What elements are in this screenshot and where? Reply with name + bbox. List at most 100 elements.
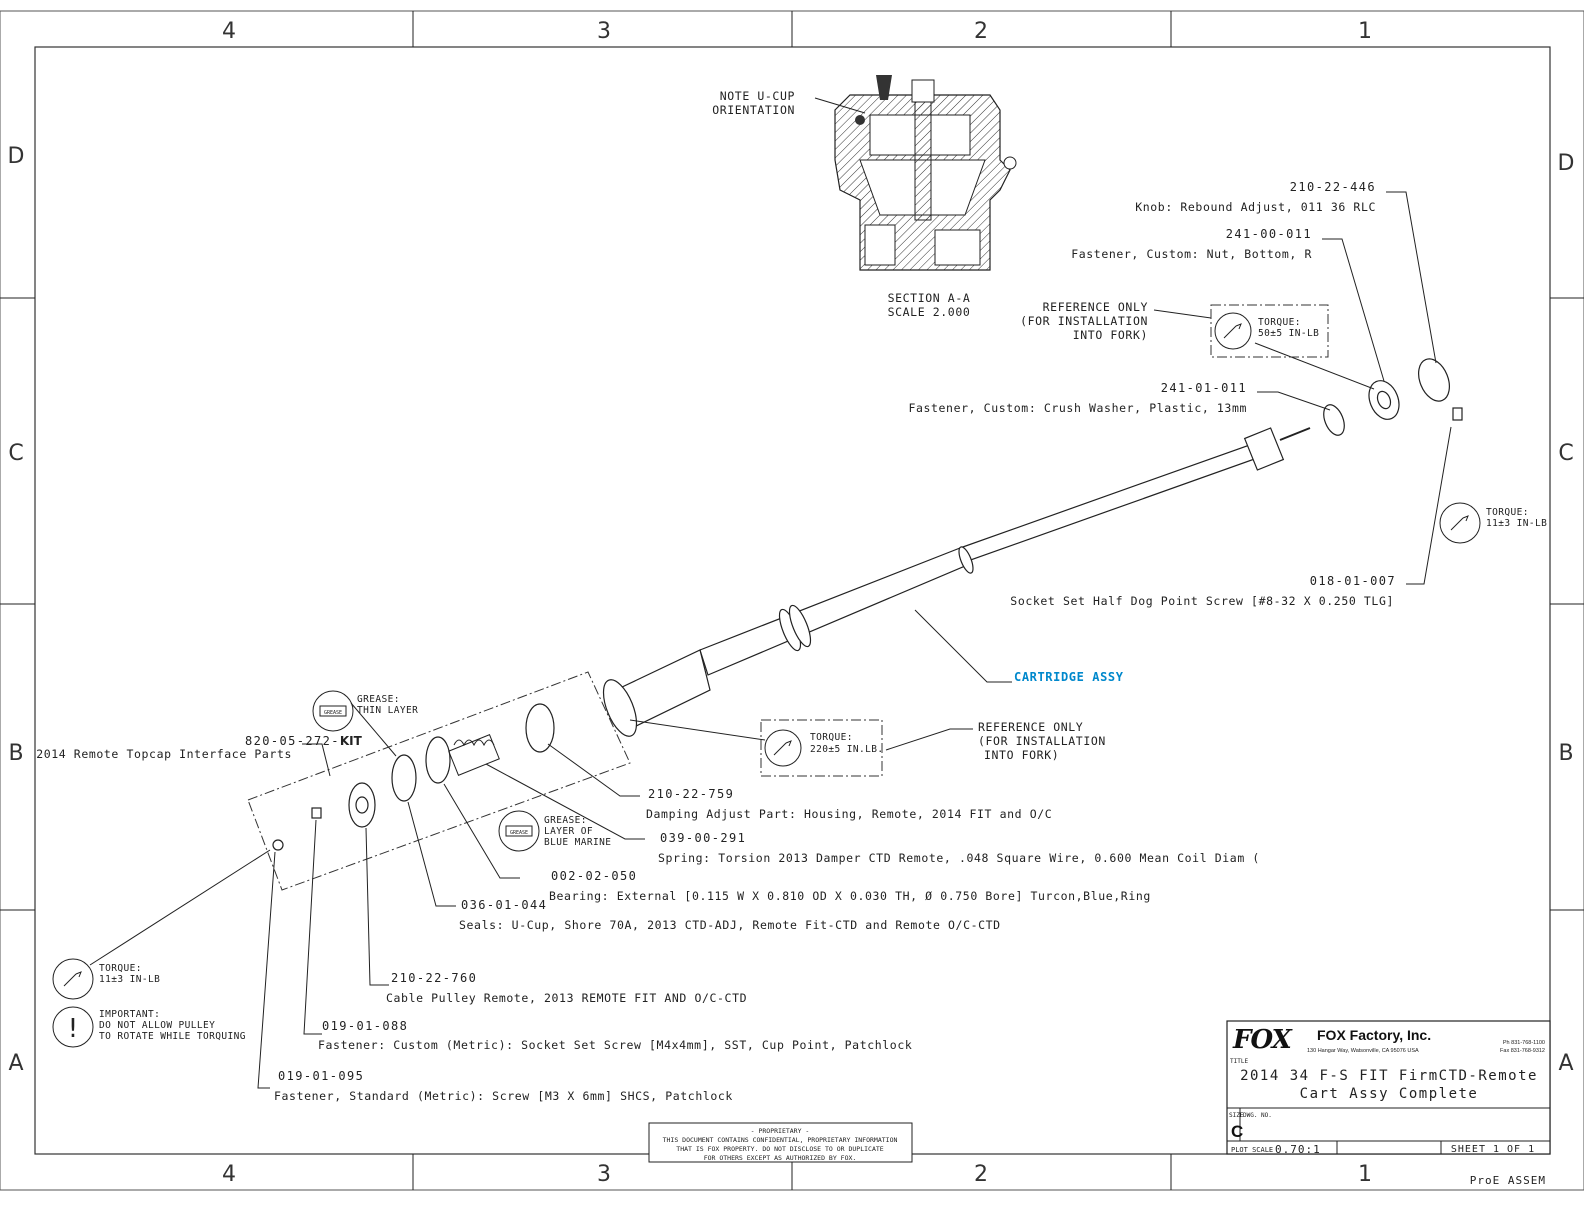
- zone-col-2-top: 2: [974, 19, 988, 44]
- washer-description: Fastener, Custom: Crush Washer, Plastic,…: [908, 401, 1247, 415]
- crush-washer: [1323, 404, 1345, 436]
- section-title: SECTION A-A: [888, 291, 971, 305]
- title-line2: Cart Assy Complete: [1300, 1086, 1479, 1102]
- svg-text:THAT IS FOX PROPERTY. DO NOT: THAT IS FOX PROPERTY. DO NOT DISCLOSE TO…: [676, 1145, 883, 1153]
- zone-row-a-right: A: [1558, 1051, 1573, 1076]
- cartridge-end-fitting: [1243, 427, 1285, 471]
- spring-description: Spring: Torsion 2013 Damper CTD Remote, …: [658, 851, 1260, 865]
- m4screw-description: Fastener: Custom (Metric): Socket Set Sc…: [318, 1038, 912, 1052]
- proprietary-notice: - PROPRIETARY - THIS DOCUMENT CONTAINS C…: [648, 1122, 913, 1163]
- svg-text:FOR OTHERS EXCEPT AS AUTHORIZE: FOR OTHERS EXCEPT AS AUTHORIZED BY FOX.: [704, 1154, 857, 1162]
- grease-marine: GREASE GREASE: LAYER OF BLUE MARINE: [498, 810, 611, 852]
- torque-cart-line1: TORQUE:: [810, 732, 853, 743]
- kit-description: 2014 Remote Topcap Interface Parts: [36, 747, 292, 761]
- company-phone: Ph 831-768-1100: [1503, 1040, 1545, 1046]
- spring-part-number: 039-00-291: [660, 831, 746, 845]
- fox-logo: FOX: [1232, 1025, 1294, 1055]
- zone-col-1-top: 1: [1358, 19, 1372, 44]
- grease-icon: [319, 705, 347, 717]
- title-block: FOX FOX Factory, Inc. 130 Hangar Way, Wa…: [1226, 1020, 1551, 1187]
- title-line1: 2014 34 F-S FIT FirmCTD-Remote: [1240, 1068, 1538, 1084]
- important-line3: TO ROTATE WHILE TORQUING: [99, 1031, 246, 1042]
- setscrew-part-number: 018-01-007: [1310, 574, 1396, 588]
- right-parts: [1323, 358, 1463, 436]
- knob-part-number: 210-22-446: [1290, 180, 1376, 194]
- torque-nut-line1: TORQUE:: [1258, 317, 1301, 328]
- bearing-ring: [425, 736, 451, 784]
- leader-lines: [89, 191, 1452, 1089]
- section-note-line2: ORIENTATION: [712, 103, 795, 117]
- housing-description: Damping Adjust Part: Housing, Remote, 20…: [646, 807, 1052, 821]
- torque-m3: TORQUE: 11±3 IN-LB: [52, 958, 160, 1000]
- m3-screw: [272, 839, 284, 851]
- zone-row-c-left: C: [8, 441, 23, 466]
- company-fax: Fax 831-768-9312: [1500, 1048, 1545, 1054]
- cartridge-assembly: [602, 427, 1311, 737]
- zone-col-1-bottom: 1: [1358, 1162, 1372, 1187]
- seal-description: Seals: U-Cup, Shore 70A, 2013 CTD-ADJ, R…: [459, 918, 1001, 932]
- setscrew-description: Socket Set Half Dog Point Screw [#8-32 X…: [1010, 594, 1394, 608]
- m4screw-part-number: 019-01-088: [322, 1019, 408, 1033]
- washer-part-number: 241-01-011: [1161, 381, 1247, 395]
- kit-boundary: [247, 671, 631, 891]
- proe-footer: ProE ASSEM: [1470, 1174, 1546, 1187]
- section-note-line1: NOTE U-CUP: [720, 89, 795, 103]
- callouts: 210-22-446 Knob: Rebound Adjust, 011 36 …: [36, 180, 1396, 1103]
- torque-nut-line2: 50±5 IN-LB: [1258, 328, 1319, 339]
- torque-m3-line2: 11±3 IN-LB: [99, 974, 160, 985]
- ref-cart-line3: INTO FORK): [984, 748, 1059, 762]
- grease-thin-line1: GREASE:: [357, 694, 400, 705]
- wrench-icon: [63, 971, 82, 987]
- title-label: TITLE: [1230, 1058, 1248, 1065]
- torque-setscrew-line1: TORQUE:: [1486, 507, 1529, 518]
- cartridge-cap: [602, 679, 638, 737]
- zone-row-b-right: B: [1558, 741, 1573, 766]
- size-label: SIZE: [1229, 1112, 1244, 1119]
- cartridge-shaft: [959, 441, 1264, 563]
- left-parts: [247, 671, 631, 891]
- warning-icon: !: [68, 1014, 78, 1044]
- svg-text:GREASE: GREASE: [510, 830, 528, 836]
- section-view: NOTE U-CUP ORIENTATION SECTION A-A SCALE…: [712, 75, 1017, 319]
- torque-cart-line2: 220±5 IN.LB.: [810, 744, 883, 755]
- grease-marine-line2: LAYER OF: [544, 826, 593, 837]
- ref-nut-line1: REFERENCE ONLY: [1043, 300, 1148, 314]
- zone-row-d-left: D: [8, 144, 25, 169]
- grease-marine-line1: GREASE:: [544, 815, 587, 826]
- company-address: 130 Hangar Way, Watsonville, CA 95076 US…: [1307, 1048, 1419, 1054]
- cartridge-assy-label: CARTRIDGE ASSY: [1014, 670, 1124, 684]
- reference-notes: REFERENCE ONLY (FOR INSTALLATION INTO FO…: [978, 300, 1148, 762]
- bearing-description: Bearing: External [0.115 W X 0.810 OD X …: [549, 889, 1151, 903]
- torque-cartridge-box: TORQUE: 220±5 IN.LB.: [760, 719, 883, 777]
- knob-description: Knob: Rebound Adjust, 011 36 RLC: [1135, 200, 1376, 214]
- zone-col-3-top: 3: [597, 19, 611, 44]
- zone-dividers: [0, 11, 1584, 1190]
- important-line2: DO NOT ALLOW PULLEY: [99, 1020, 215, 1031]
- company-name: FOX Factory, Inc.: [1317, 1027, 1431, 1043]
- important-note: ! IMPORTANT: DO NOT ALLOW PULLEY TO ROTA…: [52, 1006, 246, 1048]
- zone-row-b-left: B: [8, 741, 23, 766]
- ref-nut-line2: (FOR INSTALLATION: [1020, 314, 1148, 328]
- grease-marine-line3: BLUE MARINE: [544, 837, 611, 848]
- zone-row-d-right: D: [1558, 151, 1575, 176]
- torque-setscrew: TORQUE: 11±3 IN-LB: [1439, 502, 1547, 544]
- set-screw: [1452, 407, 1463, 421]
- grease-icon: [505, 825, 533, 837]
- grease-thin-line2: THIN LAYER: [357, 705, 418, 716]
- plot-scale-value: 0.70:1: [1275, 1143, 1321, 1156]
- ref-cart-line1: REFERENCE ONLY: [978, 720, 1083, 734]
- svg-text:- PROPRIETARY -: - PROPRIETARY -: [751, 1127, 810, 1135]
- zone-row-a-left: A: [8, 1051, 23, 1076]
- m3screw-description: Fastener, Standard (Metric): Screw [M3 X…: [274, 1089, 733, 1103]
- ref-cart-line2: (FOR INSTALLATION: [978, 734, 1106, 748]
- zone-labels: 4 3 2 1 4 3 2 1 D C B A D C B A: [8, 19, 1575, 1187]
- pulley-description: Cable Pulley Remote, 2013 REMOTE FIT AND…: [386, 991, 747, 1005]
- u-cup-seal: [391, 754, 417, 802]
- cartridge-tube: [699, 547, 966, 676]
- grease-thin: GREASE GREASE: THIN LAYER: [312, 690, 418, 732]
- nut-description: Fastener, Custom: Nut, Bottom, R: [1071, 247, 1312, 261]
- kit-part-number: 820-05-272-KIT: [245, 734, 363, 748]
- wrench-icon: [1223, 323, 1242, 339]
- section-scale: SCALE 2.000: [888, 305, 971, 319]
